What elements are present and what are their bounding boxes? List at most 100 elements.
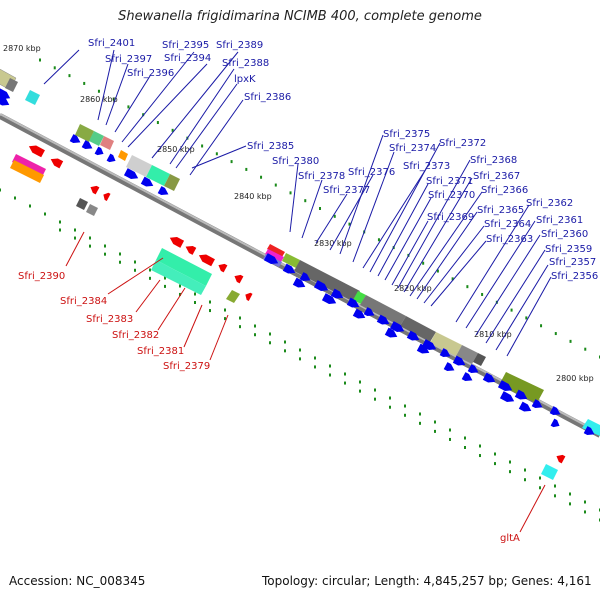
tick-mark bbox=[539, 486, 541, 490]
gene-label[interactable]: Sfri_2386 bbox=[244, 92, 291, 103]
gene-label[interactable]: Sfri_2378 bbox=[298, 171, 345, 182]
gene-label[interactable]: Sfri_2397 bbox=[105, 54, 152, 65]
forward-gene-arrow bbox=[157, 186, 169, 196]
forward-gene-arrow bbox=[81, 140, 93, 150]
forward-gene-arrow bbox=[263, 253, 279, 265]
gene-label[interactable]: Sfri_2357 bbox=[549, 257, 596, 268]
gene-label[interactable]: Sfri_2383 bbox=[86, 314, 133, 325]
cog-blocks bbox=[0, 68, 600, 480]
tick-mark bbox=[319, 207, 321, 210]
tick-mark bbox=[119, 252, 121, 256]
gene-label[interactable]: Sfri_2375 bbox=[383, 129, 430, 140]
gene-label[interactable]: Sfri_2380 bbox=[272, 156, 319, 167]
gene-label[interactable]: lpxK bbox=[234, 74, 256, 85]
tick-mark bbox=[554, 332, 557, 336]
forward-gene-arrow bbox=[94, 146, 104, 156]
forward-gene-arrow bbox=[292, 277, 306, 288]
tick-mark bbox=[359, 389, 361, 393]
gene-label[interactable]: Sfri_2382 bbox=[112, 330, 159, 341]
tick-mark bbox=[239, 325, 241, 329]
tick-mark bbox=[112, 97, 115, 101]
gene-label[interactable]: Sfri_2388 bbox=[222, 58, 269, 69]
tick-mark bbox=[284, 349, 286, 353]
gene-label[interactable]: Sfri_2390 bbox=[18, 271, 65, 282]
gene-label[interactable]: Sfri_2370 bbox=[428, 190, 475, 201]
tick-mark bbox=[539, 476, 541, 480]
reverse-gene-arrow bbox=[185, 245, 197, 255]
tick-mark bbox=[194, 301, 196, 304]
reverse-gene-arrow bbox=[50, 158, 64, 169]
gene-label[interactable]: Sfri_2369 bbox=[427, 212, 474, 223]
tick-mark bbox=[14, 196, 16, 200]
tick-mark bbox=[584, 500, 586, 504]
gene-label[interactable]: Sfri_2401 bbox=[88, 38, 135, 49]
gene-label[interactable]: Sfri_2396 bbox=[127, 68, 174, 79]
gene-label[interactable]: Sfri_2371 bbox=[426, 176, 473, 187]
gene-label[interactable]: Sfri_2364 bbox=[484, 219, 531, 230]
tick-mark bbox=[284, 340, 286, 344]
gene-label[interactable]: Sfri_2373 bbox=[403, 161, 450, 172]
map-title: Shewanella frigidimarina NCIMB 400, comp… bbox=[118, 9, 482, 24]
gene-label[interactable]: Sfri_2379 bbox=[163, 361, 210, 372]
gene-block bbox=[75, 124, 94, 142]
gene-block bbox=[156, 248, 212, 286]
gene-block bbox=[226, 290, 240, 303]
gene-block bbox=[5, 78, 18, 92]
gene-block bbox=[267, 244, 285, 257]
forward-gene-arrow bbox=[518, 401, 532, 412]
gene-label[interactable]: Sfri_2381 bbox=[137, 346, 184, 357]
tick-mark bbox=[449, 437, 451, 441]
tick-mark bbox=[569, 339, 572, 343]
gene-label[interactable]: Sfri_2362 bbox=[526, 198, 573, 209]
tick-mark bbox=[89, 236, 91, 240]
gene-label[interactable]: Sfri_2368 bbox=[470, 155, 517, 166]
reverse-gene-arrow bbox=[169, 236, 185, 248]
tick-mark bbox=[164, 276, 166, 280]
gene-block bbox=[86, 204, 98, 216]
gene-block bbox=[282, 253, 300, 268]
tick-mark bbox=[304, 199, 307, 203]
gene-label[interactable]: Sfri_2363 bbox=[486, 234, 533, 245]
tick-mark bbox=[359, 380, 361, 384]
minus-leader-lines bbox=[65, 231, 546, 533]
gene-label[interactable]: Sfri_2385 bbox=[247, 141, 294, 152]
gene-label[interactable]: Sfri_2359 bbox=[545, 244, 592, 255]
gene-label[interactable]: Sfri_2394 bbox=[164, 53, 211, 64]
gene-label[interactable]: Sfri_2377 bbox=[323, 185, 370, 196]
gene-label[interactable]: Sfri_2361 bbox=[536, 215, 583, 226]
gene-label[interactable]: Sfri_2366 bbox=[481, 185, 528, 196]
forward-gene-arrow bbox=[499, 391, 515, 403]
gene-label[interactable]: Sfri_2374 bbox=[389, 143, 436, 154]
tick-mark bbox=[419, 421, 421, 425]
tick-mark bbox=[83, 81, 86, 85]
gene-label[interactable]: Sfri_2372 bbox=[439, 138, 486, 149]
gene-label[interactable]: Sfri_2376 bbox=[348, 167, 395, 178]
tick-mark bbox=[209, 300, 211, 304]
tick-mark bbox=[230, 160, 233, 164]
gene-label[interactable]: Sfri_2367 bbox=[473, 171, 520, 182]
tick-mark bbox=[404, 413, 406, 417]
tick-mark bbox=[245, 167, 248, 171]
tick-mark bbox=[509, 460, 511, 464]
forward-gene-arrow bbox=[549, 406, 561, 416]
forward-gene-arrow bbox=[330, 288, 344, 299]
tick-mark bbox=[164, 284, 166, 288]
forward-gene-arrow bbox=[482, 372, 496, 383]
gene-label[interactable]: Sfri_2356 bbox=[551, 271, 598, 282]
scale-label-2810: 2810 kbp bbox=[474, 330, 512, 339]
reverse-gene-arrow bbox=[90, 185, 100, 195]
forward-gene-arrow bbox=[389, 321, 405, 333]
gene-label[interactable]: Sfri_2384 bbox=[60, 296, 107, 307]
tick-mark bbox=[299, 357, 301, 361]
tick-mark bbox=[314, 365, 316, 369]
reverse-gene-arrow bbox=[218, 263, 228, 273]
gene-label[interactable]: gltA bbox=[500, 533, 520, 544]
tick-mark bbox=[104, 244, 106, 248]
gene-label[interactable]: Sfri_2389 bbox=[216, 40, 263, 51]
gene-label[interactable]: Sfri_2395 bbox=[162, 40, 209, 51]
tick-mark bbox=[134, 260, 136, 264]
gene-label[interactable]: Sfri_2365 bbox=[477, 205, 524, 216]
gene-label[interactable]: Sfri_2360 bbox=[541, 229, 588, 240]
tick-mark bbox=[289, 191, 292, 195]
tick-mark bbox=[494, 462, 496, 466]
